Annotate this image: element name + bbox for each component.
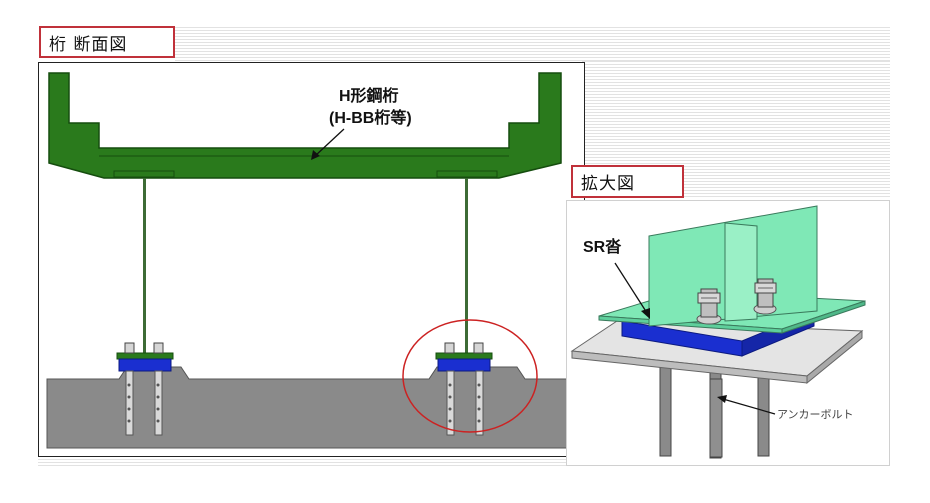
anchor-bolt-front [709, 378, 723, 458]
bearing-left [116, 342, 174, 436]
girder-label-line2: (H-BB桁等) [329, 108, 412, 127]
vertical-member-right [465, 178, 468, 353]
girder-pad-right [436, 170, 498, 178]
girder-arrow [314, 128, 345, 157]
background-stripes [175, 27, 890, 61]
girder-section-diagram: H形鋼桁 (H-BB桁等) [46, 72, 575, 449]
bearing-right [435, 342, 493, 436]
anchor-bolt-label: アンカーボルト [777, 408, 854, 421]
web-stiffener [724, 222, 758, 322]
shoe-arrow-head [641, 308, 650, 319]
anchor-arrow [722, 398, 776, 415]
h-steel-girder [48, 72, 562, 179]
vertical-member-left [143, 178, 146, 353]
bolt-right [753, 278, 777, 315]
highlight-ellipse [402, 319, 538, 433]
bolt-left [696, 288, 722, 325]
bearing-zoom-diagram: SR沓 アンカーボルト [570, 205, 866, 459]
zoom-title: 拡大図 [571, 165, 684, 198]
girder-label-line1: H形鋼桁 [339, 86, 399, 105]
anchor-bolt-1 [659, 365, 672, 457]
anchor-arrow-head [717, 395, 727, 403]
section-title: 桁 断面図 [39, 26, 175, 58]
girder-pad-left [113, 170, 175, 178]
background-stripes-bottom [38, 456, 568, 466]
shoe-label: SR沓 [583, 237, 622, 256]
shoe-arrow [614, 262, 648, 314]
girder-arrow-head [311, 150, 320, 160]
girder-section-panel: H形鋼桁 (H-BB桁等) [38, 62, 585, 457]
zoom-panel: SR沓 アンカーボルト [566, 200, 890, 466]
